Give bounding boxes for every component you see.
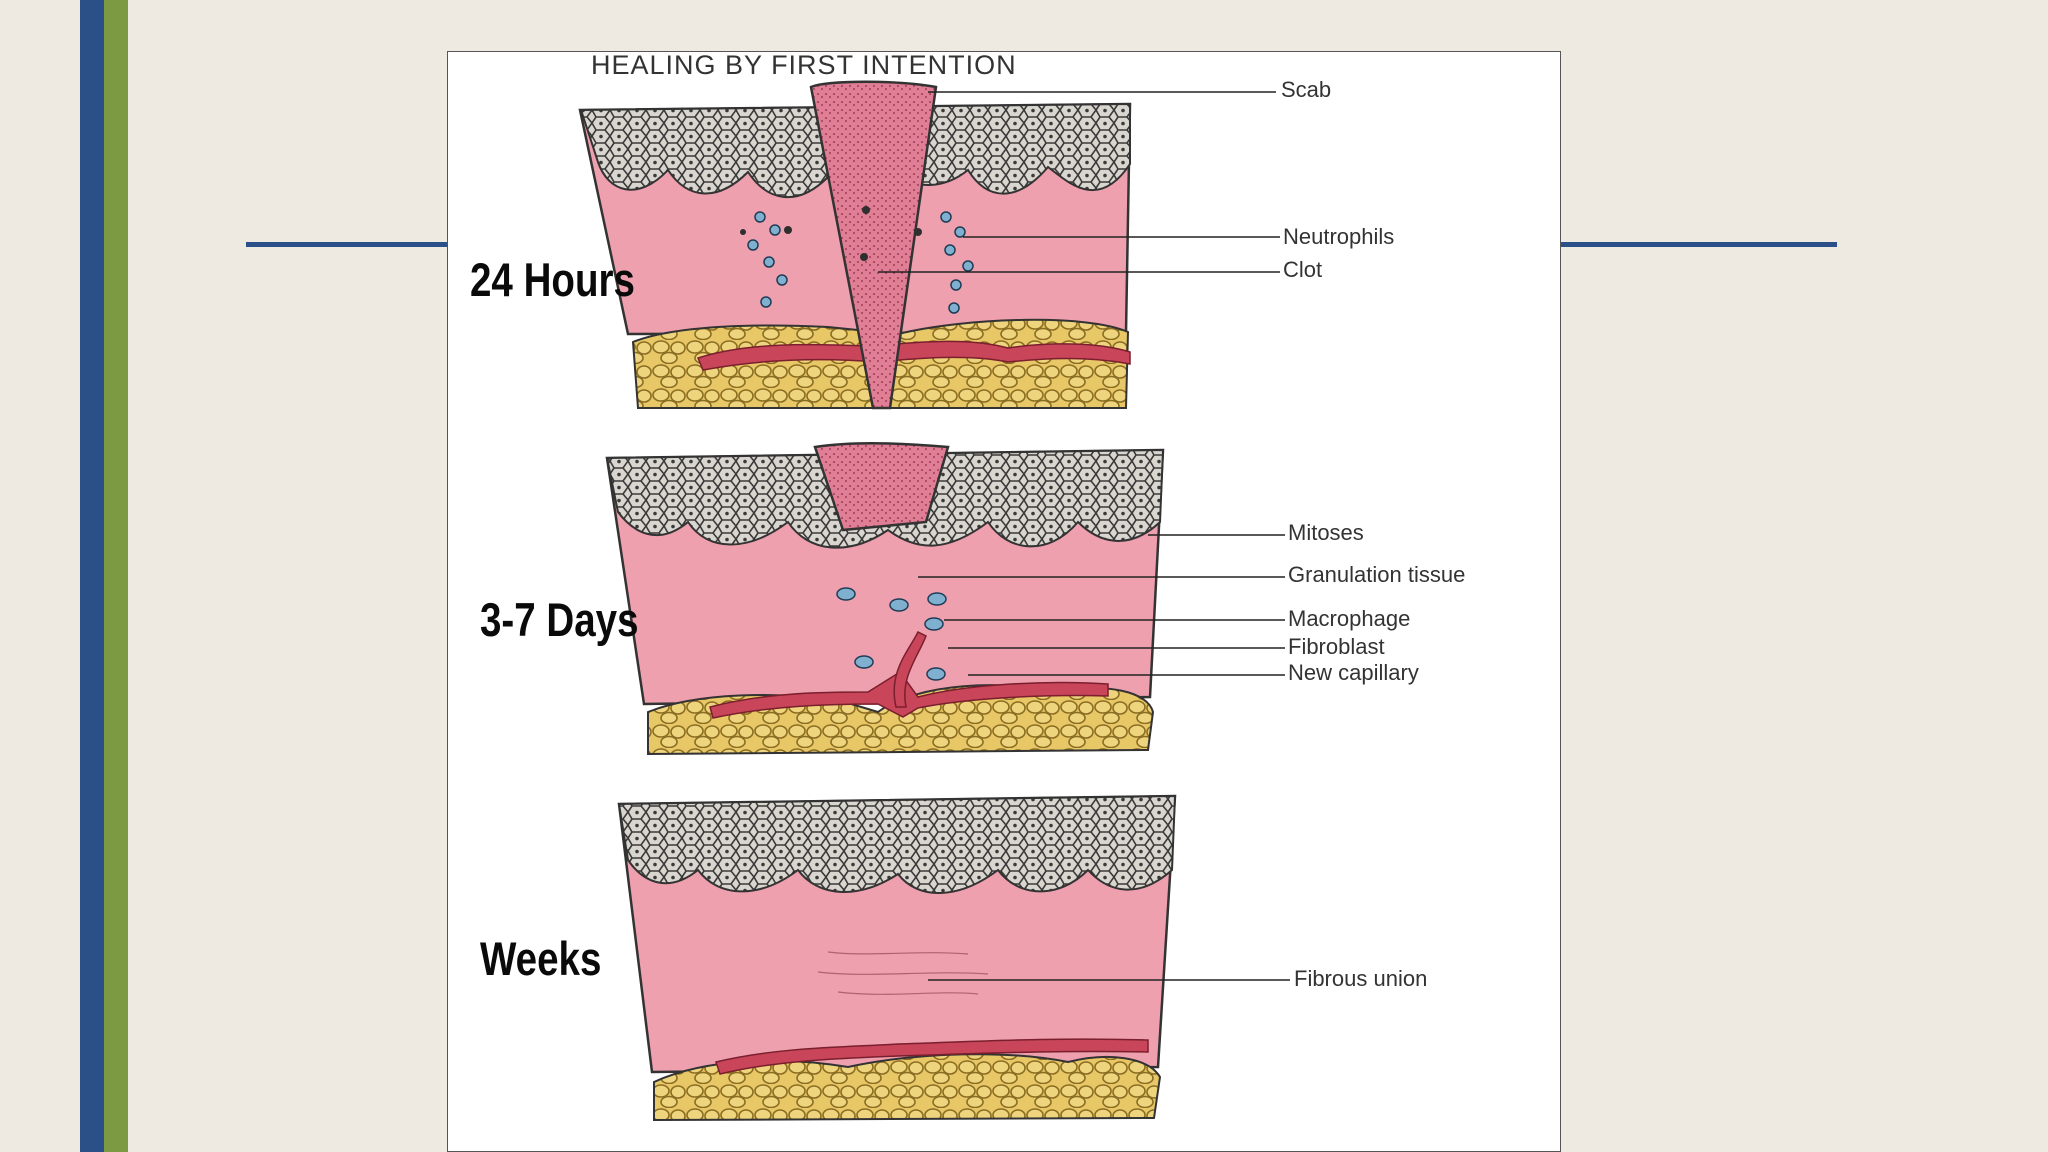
stage-label-3-7-days: 3-7 Days xyxy=(480,593,639,646)
wound-healing-figure: HEALING BY FIRST INTENTION xyxy=(447,51,1561,1152)
stage-3-7-days-diagram xyxy=(605,442,1285,756)
callout-granulation-tissue: Granulation tissue xyxy=(1288,562,1466,587)
callout-macrophage: Macrophage xyxy=(1288,606,1411,631)
callout-mitoses: Mitoses xyxy=(1288,520,1364,545)
figure-title: HEALING BY FIRST INTENTION xyxy=(591,51,1017,80)
stage-label-weeks: Weeks xyxy=(480,932,602,985)
stage-weeks-diagram xyxy=(617,794,1290,1122)
callout-fibroblast: Fibroblast xyxy=(1288,634,1385,659)
title-rule-left xyxy=(246,242,448,247)
stage-label-24-hours: 24 Hours xyxy=(470,253,635,306)
stage-24h-diagram xyxy=(578,80,1280,410)
callout-scab: Scab xyxy=(1281,77,1332,102)
accent-bar-blue xyxy=(80,0,104,1152)
figure-illustration xyxy=(578,80,1290,1122)
callout-new-capillary: New capillary xyxy=(1288,660,1419,685)
accent-bar-green xyxy=(104,0,128,1152)
callout-fibrous-union: Fibrous union xyxy=(1294,966,1428,991)
callout-clot: Clot xyxy=(1283,257,1323,282)
callout-neutrophils: Neutrophils xyxy=(1283,224,1395,249)
title-rule-right xyxy=(1561,242,1837,247)
